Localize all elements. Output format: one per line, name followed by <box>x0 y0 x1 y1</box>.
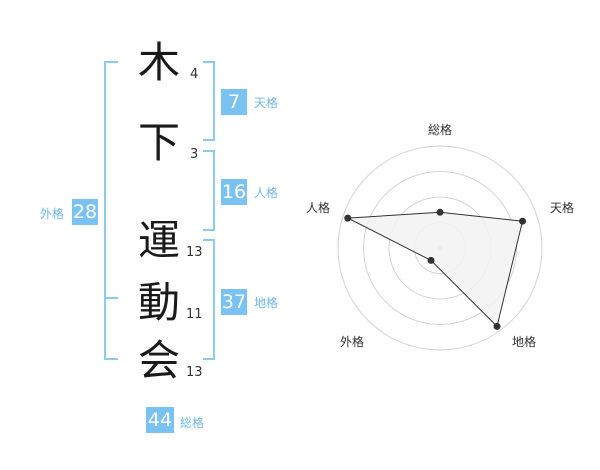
name-char-3: 運 <box>138 216 181 265</box>
stroke-count-4: 11 <box>186 307 203 322</box>
stroke-count-5: 13 <box>186 365 203 380</box>
jinkaku-badge: 16 <box>221 179 247 205</box>
stroke-count-3: 13 <box>186 245 203 260</box>
name-char-1: 木 <box>138 38 181 87</box>
tenkaku-label: 天格 <box>254 96 279 110</box>
radar-axis-label-gaikaku: 外格 <box>340 334 364 349</box>
chikaku-label: 地格 <box>254 296 279 310</box>
radar-points <box>344 208 526 330</box>
name-char-4: 動 <box>138 278 181 327</box>
tenkaku-badge: 7 <box>221 89 247 115</box>
radar-point-1 <box>436 208 444 216</box>
radar-axis-label-chikaku: 地格 <box>512 334 536 349</box>
chikaku-badge: 37 <box>221 289 247 315</box>
radar-ring <box>337 145 543 351</box>
stroke-count-2: 3 <box>190 147 199 162</box>
radar-point-3 <box>493 322 501 330</box>
name-char-2: 下 <box>138 118 181 167</box>
gaikaku-bracket <box>104 61 118 360</box>
jinkaku-bracket <box>203 150 215 231</box>
radar-axis-label-soukaku: 総格 <box>428 122 452 137</box>
gaikaku-bracket-tick <box>104 297 118 299</box>
stroke-count-1: 4 <box>190 67 199 82</box>
radar-point-5 <box>344 214 352 222</box>
name-char-5: 会 <box>138 336 181 385</box>
soukaku-label: 総格 <box>180 416 205 430</box>
radar-polygon <box>345 211 524 328</box>
radar-axis-label-jinkaku: 人格 <box>306 200 330 215</box>
chikaku-bracket <box>203 239 215 360</box>
jinkaku-label: 人格 <box>254 186 279 200</box>
radar-axis-label-tenkaku: 天格 <box>550 200 574 215</box>
radar-point-4 <box>427 256 435 264</box>
radar-point-2 <box>519 217 526 225</box>
tenkaku-bracket <box>203 61 215 141</box>
soukaku-badge: 44 <box>146 407 174 433</box>
gaikaku-badge: 28 <box>72 199 98 225</box>
gaikaku-label: 外格 <box>40 207 65 221</box>
